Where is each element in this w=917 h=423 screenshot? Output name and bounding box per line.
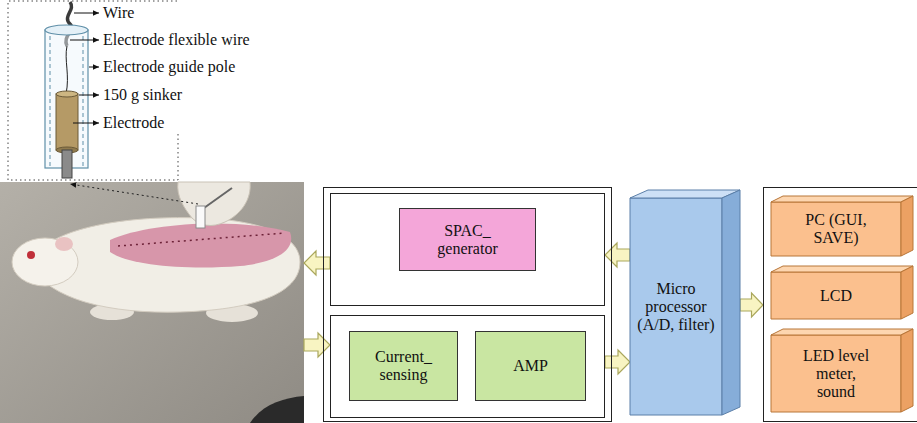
guide-pole: [45, 30, 88, 168]
rat-eye: [27, 251, 35, 259]
part-label: Wire: [103, 4, 134, 22]
leader-line: [73, 123, 99, 124]
block-front: [630, 198, 722, 415]
gloved-hand: [178, 182, 251, 225]
sinker-symbol: [56, 94, 78, 150]
guide-pole-top: [45, 25, 88, 35]
block-side: [901, 196, 913, 256]
box-label: Micro processor (A/D, filter): [637, 280, 715, 334]
part-label: 150 g sinker: [103, 86, 182, 104]
electrode-rod: [62, 150, 72, 178]
leader-line: [79, 95, 99, 96]
box-label: SPAC_ generator: [426, 222, 510, 258]
stimulator-box: SPAC_ generator: [330, 193, 605, 306]
output-block: PC (GUI, SAVE): [771, 196, 913, 256]
guide-pole-inner: [50, 36, 51, 166]
block-arrow: [605, 243, 630, 267]
output-block: LCD: [771, 266, 913, 319]
processor-block: Micro processor (A/D, filter): [630, 190, 740, 415]
block-arrow: [605, 350, 630, 374]
leader-line: [74, 13, 99, 14]
shaved-skin: [110, 224, 291, 268]
block-top: [771, 266, 913, 272]
block-side: [901, 329, 913, 412]
part-label: Electrode guide pole: [103, 58, 235, 76]
device-box: SPAC_ generatorCurrent_ sensing AMP: [323, 187, 612, 422]
block-front: [771, 335, 901, 412]
electrode-probe: [196, 206, 205, 228]
box-label: LED level meter, sound: [797, 347, 875, 401]
photo-ground: [0, 182, 304, 423]
block-arrow: [304, 333, 330, 357]
block-side: [722, 190, 740, 415]
box-label: LCD: [820, 287, 852, 305]
box-label: AMP: [513, 357, 548, 375]
block-front: [771, 202, 901, 256]
block-top: [771, 329, 913, 335]
rat-head: [12, 238, 78, 286]
block-front: [771, 272, 901, 319]
meridian-line: [118, 233, 285, 246]
measure-box: Current_ sensing AMP: [330, 315, 605, 418]
rat-ear: [55, 237, 73, 251]
block-top: [771, 196, 913, 202]
rat-photo: [0, 182, 304, 423]
flexible-wire: [66, 46, 67, 94]
block-side: [901, 266, 913, 319]
probe-cable: [204, 188, 232, 208]
block-arrow: [304, 251, 330, 275]
process-box: SPAC_ generator: [399, 208, 536, 271]
block-arrow: [740, 293, 763, 317]
process-box: AMP: [475, 331, 586, 401]
output-block: LED level meter, sound: [771, 329, 913, 412]
leader-line: [70, 40, 99, 41]
guide-pole-inner: [83, 36, 84, 166]
photo-frame: [0, 182, 304, 423]
sinker-top: [56, 91, 78, 97]
box-label: PC (GUI, SAVE): [787, 211, 885, 247]
output-box: PC (GUI, SAVE) LCD LED level meter, sound: [763, 187, 917, 422]
part-label: Electrode: [103, 114, 164, 132]
cable: [250, 396, 304, 423]
process-box: Current_ sensing: [349, 331, 458, 401]
box-label: Current_ sensing: [367, 348, 441, 384]
part-label: Electrode flexible wire: [103, 31, 250, 49]
leader-line: [89, 67, 99, 68]
zoom-pointer: [70, 184, 198, 204]
